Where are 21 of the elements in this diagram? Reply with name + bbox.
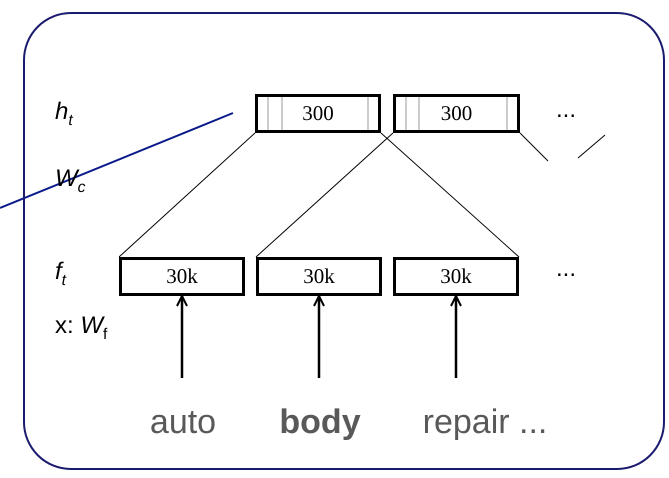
- arrow: [313, 295, 325, 378]
- layer-label: f$_{t}$: [55, 258, 66, 291]
- input-word: auto: [133, 402, 233, 444]
- vector-box: 300: [393, 94, 520, 133]
- weight-label: x: W$_{f}$: [55, 312, 108, 345]
- vector-box: 30k: [256, 257, 382, 296]
- layer-label: h$_{t}$: [55, 98, 73, 131]
- connection-line: [118, 132, 256, 258]
- connection-line: [520, 132, 548, 162]
- vector-box: 30k: [119, 257, 245, 296]
- vector-box: 30k: [393, 257, 519, 296]
- arrow: [450, 295, 462, 378]
- input-word: repair ...: [405, 402, 565, 444]
- ellipsis-label: ...: [556, 255, 576, 283]
- arrow: [176, 295, 188, 378]
- input-word: body: [265, 402, 375, 444]
- ellipsis-label: ...: [556, 96, 576, 124]
- connection-line: [380, 132, 520, 258]
- rounded-panel: [23, 12, 665, 470]
- vector-box: 300: [255, 94, 381, 133]
- connection-line: [256, 132, 394, 258]
